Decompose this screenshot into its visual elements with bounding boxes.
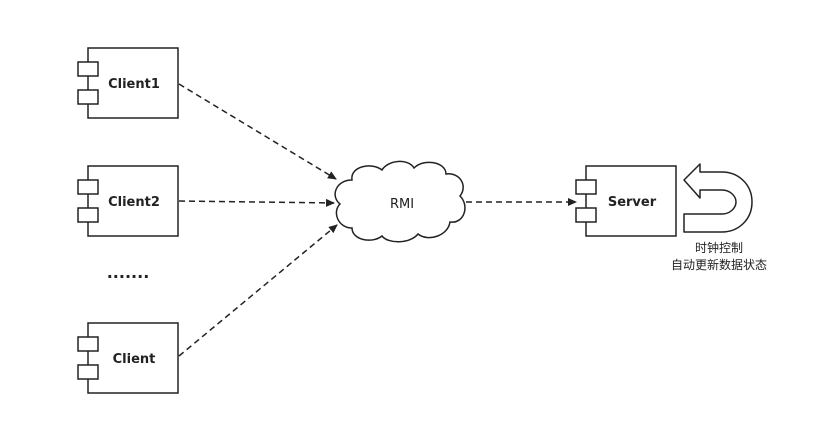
component-port bbox=[77, 364, 99, 380]
u-turn-arrow-icon bbox=[683, 163, 753, 233]
component-port bbox=[77, 89, 99, 105]
client2-label: Client2 bbox=[108, 195, 160, 210]
arrow-client2-to-rmi bbox=[178, 198, 335, 207]
client1-component: Client1 bbox=[77, 47, 179, 119]
ellipsis-dots: ······· bbox=[107, 267, 150, 286]
arrow-client1-to-rmi bbox=[178, 83, 337, 180]
component-port bbox=[77, 207, 99, 223]
component-port bbox=[77, 61, 99, 77]
note-line2: 自动更新数据状态 bbox=[671, 257, 767, 272]
component-port bbox=[575, 179, 597, 195]
rmi-label: RMI bbox=[390, 197, 414, 212]
client2-component: Client2 bbox=[77, 165, 179, 237]
rmi-cloud: RMI bbox=[334, 160, 466, 243]
cloud-shape bbox=[334, 160, 466, 243]
server-component: Server bbox=[575, 165, 677, 237]
component-port bbox=[77, 336, 99, 352]
client1-label: Client1 bbox=[108, 77, 160, 92]
client-component: Client bbox=[77, 322, 179, 394]
arrow-client-to-rmi bbox=[178, 224, 338, 357]
component-port bbox=[77, 179, 99, 195]
note-line1: 时钟控制 bbox=[695, 240, 743, 255]
component-port bbox=[575, 207, 597, 223]
client-label: Client bbox=[113, 352, 156, 367]
server-label: Server bbox=[608, 195, 657, 210]
